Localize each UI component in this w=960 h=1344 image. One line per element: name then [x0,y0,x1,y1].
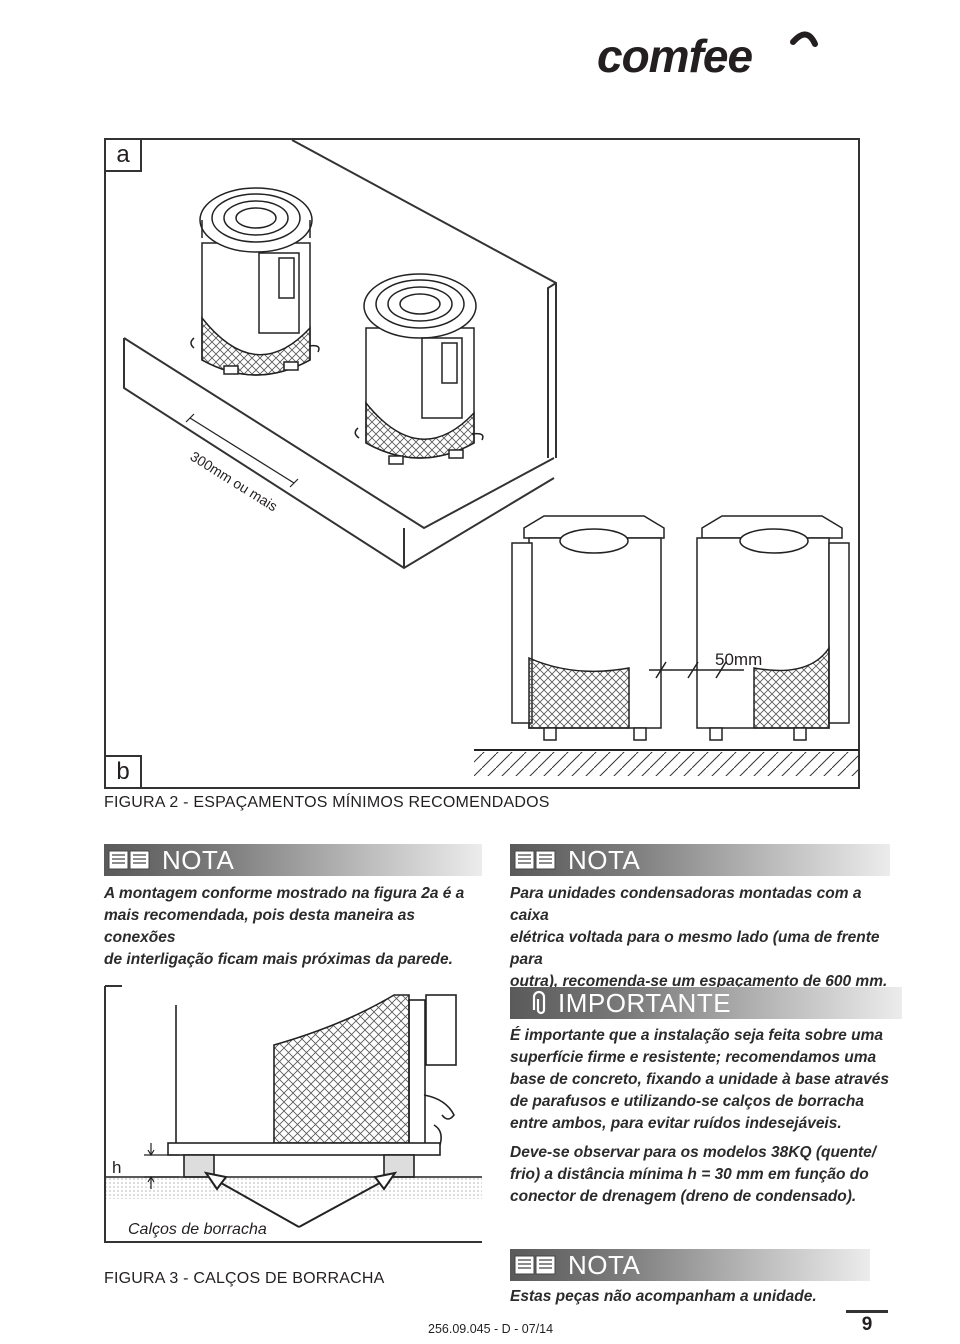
note-bottom-title: NOTA [568,1249,641,1280]
clearance-50-label: 50mm [715,650,763,669]
condenser-unit-3 [511,515,665,741]
note-right-title: NOTA [568,844,641,875]
figure-2-caption: FIGURA 2 - ESPAÇAMENTOS MÍNIMOS RECOMEND… [104,794,550,811]
figure-3-caption: FIGURA 3 - CALÇOS DE BORRACHA [104,1270,385,1287]
page-number: 9 [861,1314,873,1335]
figure-3-illustration [104,985,482,1243]
figure-2-frame [104,138,860,789]
note-left-title: NOTA [162,844,235,875]
clearance-300-dimension [185,413,299,488]
clearance-50-dimension [649,661,744,679]
condenser-unit-1 [190,187,320,376]
note-left-banner: NOTA [104,844,482,876]
important-para-2: Deve-se observar para os modelos 38KQ (q… [510,1144,877,1205]
figure-2-illustration [123,139,859,776]
paperclip-icon [532,990,546,1015]
svg-text:comfee: comfee [597,30,752,82]
note-bottom-text: Estas peças não acompanham a unidade. [510,1288,817,1305]
comfee-logo: comfee [597,30,818,82]
panel-b-label: b [104,755,142,789]
note-right-banner: NOTA [510,844,890,876]
h-label: h [112,1158,122,1177]
ground-line [474,749,859,776]
book-icon [514,850,556,870]
important-title: IMPORTANTE [558,987,732,1018]
note-left-body: A montagem conforme mostrado na figura 2… [104,885,465,968]
wall-floor [123,139,557,570]
book-icon [514,1255,556,1275]
important-banner: IMPORTANTE [510,987,902,1019]
important-para-1: É importante que a instalação seja feita… [510,1027,890,1132]
condenser-unit-4 [696,515,850,741]
condenser-unit-2 [354,273,484,465]
page-number-rule [846,1310,888,1344]
note-bottom-banner: NOTA [510,1249,870,1281]
feet-label: Calços de borracha [128,1221,267,1238]
panel-a-label: a [104,138,142,172]
book-icon [108,850,150,870]
doc-code: 256.09.045 - D - 07/14 [428,1322,554,1336]
note-right-body: Para unidades condensadoras montadas com… [510,885,888,990]
